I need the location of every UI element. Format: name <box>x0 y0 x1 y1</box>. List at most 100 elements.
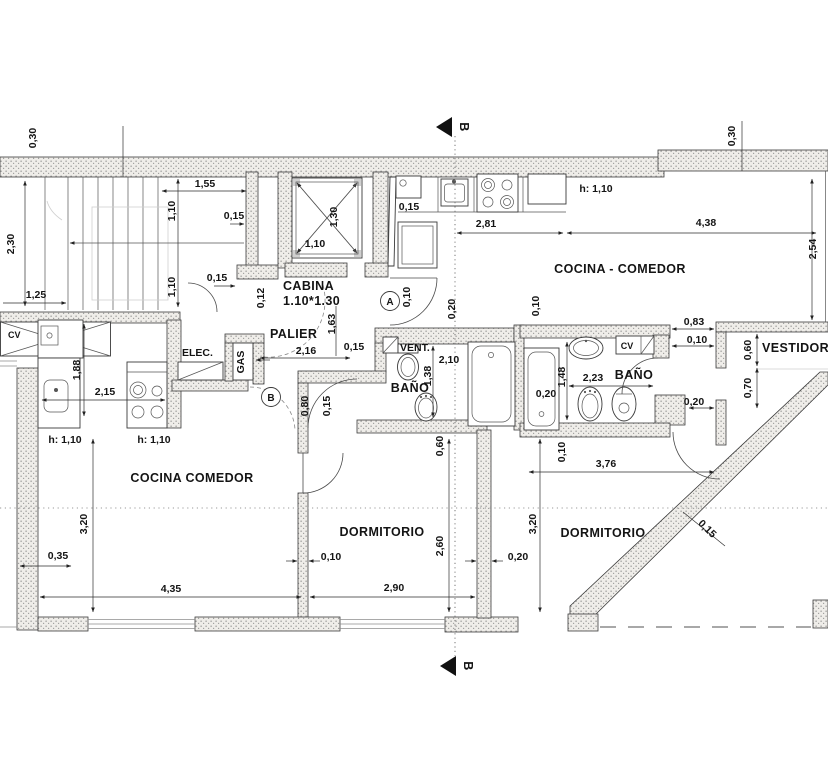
dim-020-center: 0,20 <box>446 299 458 320</box>
dimension-lines <box>3 121 817 613</box>
room-cabina: CABINA <box>283 279 334 293</box>
toilet-2-icon <box>611 386 637 422</box>
dim-030-left: 0,30 <box>27 128 39 149</box>
section-label-bottom: B <box>461 661 475 670</box>
kitchen-left-fixtures <box>0 319 168 429</box>
section-arrow-bottom-icon <box>440 656 456 676</box>
bathtub-2-icon <box>523 347 560 431</box>
dim-015-c: 0,15 <box>321 396 333 417</box>
room-dormitorio-1: DORMITORIO <box>339 525 424 539</box>
bottom-wall-2 <box>194 616 341 632</box>
dim-015-b: 0,15 <box>207 272 228 284</box>
window-bottom-2 <box>340 619 445 629</box>
dim-015-diag: 0,15 <box>695 518 718 541</box>
bidet-1-icon <box>414 392 438 422</box>
elevator-right-wall <box>372 171 389 269</box>
dim-010-center-a: 0,10 <box>401 287 413 308</box>
dim-376: 3,76 <box>596 458 617 470</box>
bidet-2-icon <box>577 386 603 422</box>
left-exterior-wall <box>16 367 39 631</box>
door-arc-unit-left <box>187 282 218 313</box>
note-h110-left-b: h: 1,10 <box>137 434 170 446</box>
bath2-top-wall <box>519 324 671 339</box>
gas-right-wall <box>252 342 265 385</box>
dim-083: 0,83 <box>684 316 705 328</box>
stair-right-wall <box>245 171 259 269</box>
dim-215: 2,15 <box>95 386 116 398</box>
door-arc-dorm2 <box>672 431 721 480</box>
window-left <box>0 355 17 367</box>
section-arrow-top-icon <box>436 117 452 137</box>
bathtub-1-icon <box>467 341 516 427</box>
dim-260: 2,60 <box>434 536 446 557</box>
dim-010-corr: 0,10 <box>687 334 708 346</box>
stair-opening <box>91 206 169 301</box>
room-dormitorio-2: DORMITORIO <box>560 526 645 540</box>
dim-110-stair-b: 1,10 <box>166 277 178 298</box>
room-cabina-size: 1.10*1.30 <box>283 294 340 308</box>
diagonal-wall <box>569 371 828 619</box>
door-arc-bath1 <box>307 378 358 429</box>
elevator-door-leaf <box>387 176 397 267</box>
label-cv-right: CV <box>621 341 634 351</box>
palier-dashed-arc-1 <box>262 284 326 358</box>
kitchen-right-fixtures <box>395 173 567 269</box>
stair-hall-bottom-wall <box>0 311 181 324</box>
dim-020-bath2: 0,20 <box>536 388 557 400</box>
dim-435: 4,35 <box>161 583 182 595</box>
vestidor-top-wall <box>715 321 828 333</box>
stair-landing-curve <box>46 200 63 221</box>
dim-125: 1,25 <box>26 289 47 301</box>
marker-b-label: B <box>267 393 274 404</box>
note-h110-left-a: h: 1,10 <box>48 434 81 446</box>
dim-015-a: 0,15 <box>224 210 245 222</box>
toilet-1-icon <box>397 343 419 381</box>
dim-438: 4,38 <box>696 217 717 229</box>
bathroom2-fixtures <box>523 335 655 431</box>
bath2-right-wall-lower <box>654 394 686 426</box>
label-elec: ELEC. <box>182 347 213 359</box>
elevator-left-wall <box>277 171 293 269</box>
sink-left <box>43 379 69 413</box>
walls <box>0 149 828 633</box>
dim-020-dorm: 0,20 <box>508 551 529 563</box>
laundry-sink <box>395 175 422 199</box>
marker-circle-b: B <box>261 387 281 407</box>
dim-012: 0,12 <box>255 288 267 309</box>
dim-320-left: 3,20 <box>78 514 90 535</box>
dim-060-vest: 0,60 <box>742 340 754 361</box>
note-h110-right: h: 1,10 <box>579 183 612 195</box>
palier-dashed-arc-2 <box>249 386 296 431</box>
dim-230: 2,30 <box>5 234 17 255</box>
gas-box <box>232 342 254 381</box>
dim-020-corr: 0,20 <box>684 396 705 408</box>
structure-lines <box>0 171 828 629</box>
text-labels: 0,30 2,30 1,25 1,55 1,10 1,10 0,15 0,15 … <box>5 122 828 670</box>
door-arc-dorm1 <box>302 452 344 494</box>
counter-2 <box>37 357 81 429</box>
gas-left-wall <box>224 342 234 382</box>
tall-cabinet <box>397 221 438 269</box>
room-vestidor: VESTIDOR <box>762 341 828 355</box>
kitchen-cabinet <box>527 173 567 205</box>
bath2-right-wall-upper <box>652 334 670 359</box>
bath-divider-wall <box>513 324 525 431</box>
dim-035: 0,35 <box>48 550 69 562</box>
dim-070: 0,70 <box>742 378 754 399</box>
dim-216: 2,16 <box>296 345 317 357</box>
dorm1-left-wall-lower <box>297 492 309 623</box>
elec-gas-bottom-wall <box>171 379 249 392</box>
dim-254: 2,54 <box>807 239 819 260</box>
stove-icon <box>476 173 519 213</box>
dim-290: 2,90 <box>384 582 405 594</box>
gas-top-wall <box>224 333 265 344</box>
room-cocina-comedor-right: COCINA - COMEDOR <box>554 262 686 276</box>
dim-010-dorm2: 0,10 <box>556 442 568 463</box>
dim-110-elevator: 1,10 <box>305 238 326 250</box>
marker-a-label: A <box>386 297 393 308</box>
dim-015-palier: 0,15 <box>344 341 365 353</box>
diagonal-wall-foot <box>567 613 599 632</box>
corridor-left-wall <box>715 399 727 446</box>
room-banio-2: BAÑO <box>615 367 653 382</box>
